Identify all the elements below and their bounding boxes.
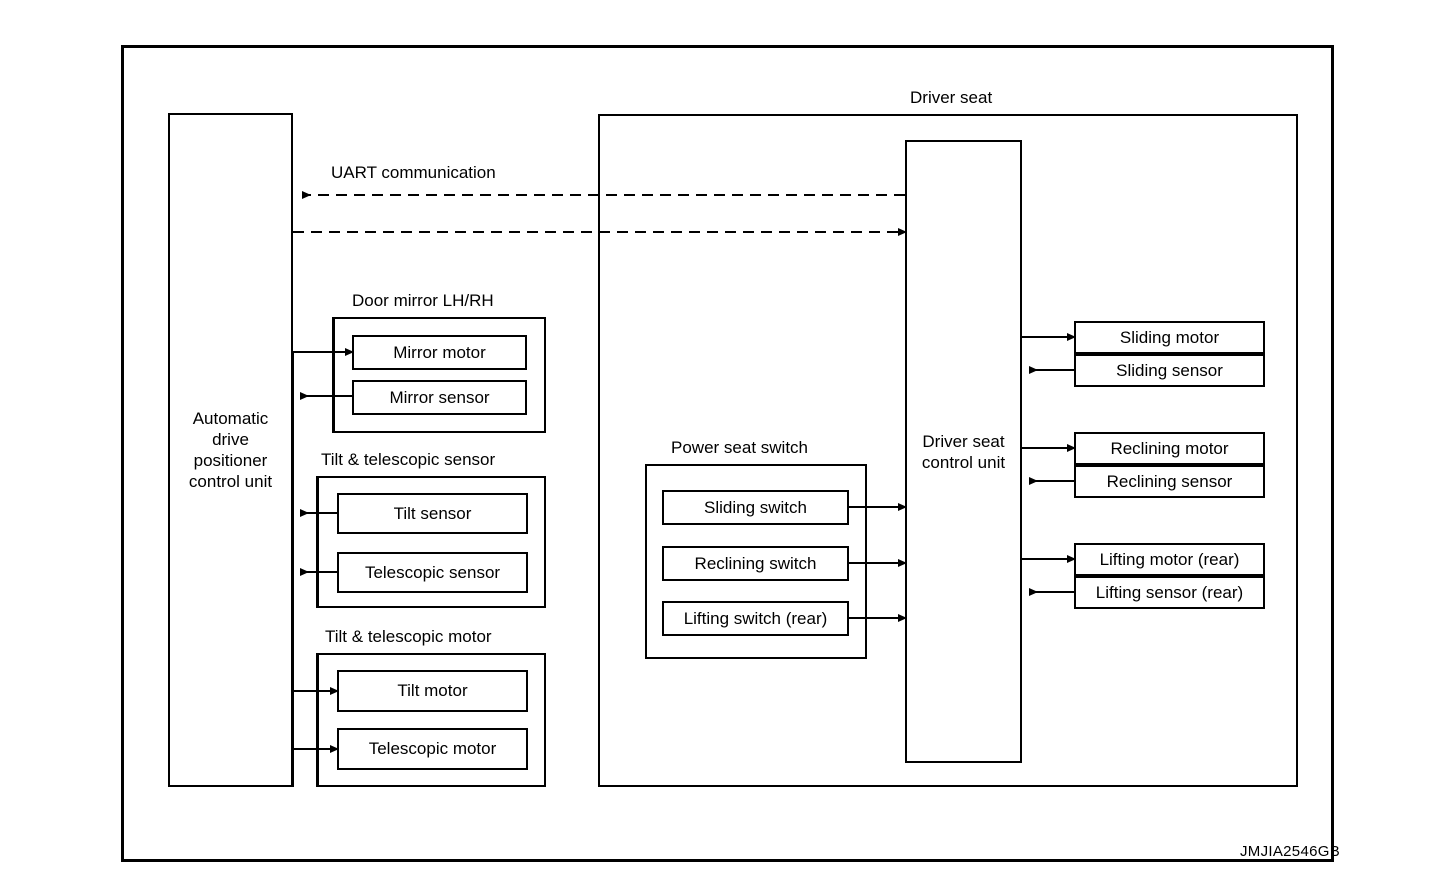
tilt-sensor-label: Tilt sensor (393, 503, 472, 523)
lifting-motor-rear-label: Lifting motor (rear) (1099, 549, 1240, 569)
reclining-motor-label: Reclining motor (1110, 438, 1229, 458)
tilt-motor-box: Tilt motor (337, 670, 528, 712)
driver-seat-boundary (598, 114, 1298, 787)
tilt-telescopic-sensor-group (317, 476, 546, 608)
reclining-sensor-label: Reclining sensor (1106, 471, 1233, 491)
power-seat-switch-group-title: Power seat switch (671, 438, 808, 457)
telescopic-motor-label: Telescopic motor (368, 739, 497, 758)
reclining-motor-box: Reclining motor (1074, 432, 1265, 465)
automatic-drive-positioner-control-unit: Automatic drive positioner control unit (168, 113, 293, 787)
door-mirror-group-title: Door mirror LH/RH (352, 291, 494, 310)
telescopic-sensor-box: Telescopic sensor (337, 552, 528, 593)
automatic-drive-positioner-control-unit-label: Automatic drive positioner control unit (188, 409, 273, 491)
tilt-sensor-box: Tilt sensor (337, 493, 528, 534)
reclining-sensor-box: Reclining sensor (1074, 465, 1265, 498)
sliding-motor-box: Sliding motor (1074, 321, 1265, 354)
lifting-motor-rear-box: Lifting motor (rear) (1074, 543, 1265, 576)
mirror-sensor-label: Mirror sensor (389, 387, 490, 407)
lifting-sensor-rear-label: Lifting sensor (rear) (1095, 582, 1244, 602)
reclining-switch-box: Reclining switch (662, 546, 849, 581)
sliding-switch-label: Sliding switch (704, 497, 807, 517)
mirror-motor-label: Mirror motor (393, 342, 486, 362)
tilt-telescopic-motor-group (317, 653, 546, 787)
power-seat-switch-group (645, 464, 867, 659)
reclining-switch-label: Reclining switch (694, 553, 817, 573)
mirror-sensor-box: Mirror sensor (352, 380, 527, 415)
door-mirror-group (333, 317, 546, 433)
sliding-switch-box: Sliding switch (662, 490, 849, 525)
lifting-sensor-rear-box: Lifting sensor (rear) (1074, 576, 1265, 609)
sliding-sensor-box: Sliding sensor (1074, 354, 1265, 387)
lifting-switch-rear-label: Lifting switch (rear) (683, 608, 828, 628)
mirror-motor-box: Mirror motor (352, 335, 527, 370)
tilt-telescopic-sensor-group-title: Tilt & telescopic sensor (321, 450, 496, 469)
sliding-sensor-label: Sliding sensor (1116, 360, 1223, 380)
tilt-motor-label: Tilt motor (397, 681, 468, 700)
lifting-switch-rear-box: Lifting switch (rear) (662, 601, 849, 636)
telescopic-motor-box: Telescopic motor (337, 728, 528, 770)
tilt-telescopic-motor-group-title: Tilt & telescopic motor (325, 627, 492, 646)
telescopic-sensor-label: Telescopic sensor (364, 562, 501, 582)
driver-seat-control-unit-label: Driver seat control unit (921, 431, 1006, 472)
figure-code-label: JMJIA2546GB (1240, 843, 1341, 860)
uart-communication-label: UART communication (331, 163, 496, 182)
driver-seat-control-unit: Driver seat control unit (905, 140, 1022, 763)
sliding-motor-label: Sliding motor (1119, 327, 1220, 347)
outer-frame (121, 45, 1334, 862)
driver-seat-title: Driver seat (910, 88, 993, 107)
